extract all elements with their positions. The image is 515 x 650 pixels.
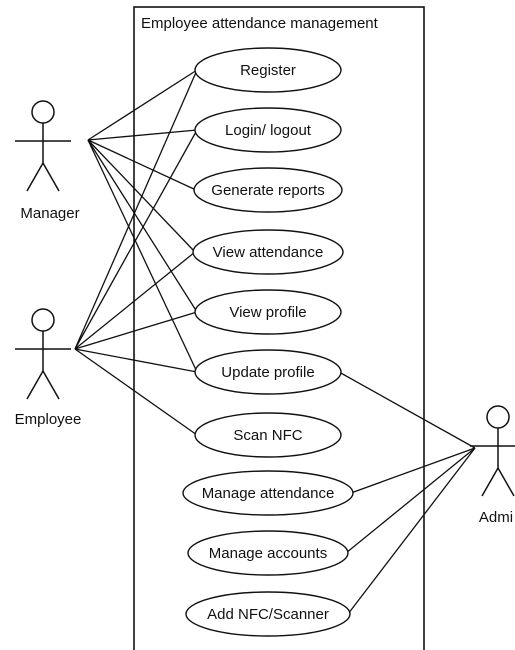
association-lines bbox=[74, 69, 476, 615]
association-admin-manage-attendance bbox=[350, 447, 476, 494]
actor-icon bbox=[15, 100, 71, 192]
actor-manager: Manager bbox=[15, 100, 80, 222]
use-case-view-profile: View profile bbox=[194, 289, 342, 335]
use-case-manage-accounts: Manage accounts bbox=[187, 530, 349, 576]
actor-label: Manager bbox=[20, 205, 79, 222]
actor-icon bbox=[470, 405, 515, 497]
association-employee-login-logout bbox=[74, 129, 198, 350]
use-case-label: Scan NFC bbox=[233, 427, 302, 444]
use-case-login-logout: Login/ logout bbox=[194, 107, 342, 153]
association-manager-view-profile bbox=[87, 139, 198, 313]
association-employee-update-profile bbox=[74, 348, 198, 373]
system-boundary-title: Employee attendance management bbox=[141, 15, 379, 32]
use-case-scan-nfc: Scan NFC bbox=[194, 412, 342, 458]
association-manager-register bbox=[87, 69, 198, 141]
association-admin-add-nfc-scanner bbox=[347, 447, 476, 615]
use-case-ellipse bbox=[193, 167, 343, 213]
actor-label: Admi bbox=[479, 509, 513, 526]
use-case-ellipse bbox=[194, 412, 342, 458]
actor-admin: Admi bbox=[470, 405, 515, 526]
use-case-ellipse bbox=[182, 470, 354, 516]
use-case-label: Manage accounts bbox=[209, 545, 327, 562]
association-manager-generate-reports bbox=[87, 139, 197, 191]
association-employee-view-attendance bbox=[74, 251, 196, 350]
use-case-ellipse bbox=[194, 349, 342, 395]
use-case-label: Manage attendance bbox=[202, 485, 335, 502]
use-case-add-nfc-scanner: Add NFC/Scanner bbox=[185, 591, 351, 637]
association-employee-register bbox=[74, 69, 198, 350]
use-case-ellipse bbox=[187, 530, 349, 576]
use-case-ellipse bbox=[194, 289, 342, 335]
use-case-ellipse bbox=[194, 47, 342, 93]
use-case-label: Register bbox=[240, 62, 296, 79]
use-case-ellipse bbox=[194, 107, 342, 153]
association-employee-scan-nfc bbox=[74, 348, 198, 436]
system-boundary-box bbox=[133, 6, 425, 650]
use-case-label: View profile bbox=[229, 304, 306, 321]
use-case-generate-reports: Generate reports bbox=[193, 167, 343, 213]
association-admin-update-profile bbox=[338, 371, 476, 449]
actor-label: Employee bbox=[15, 411, 82, 428]
use-case-update-profile: Update profile bbox=[194, 349, 342, 395]
association-admin-manage-accounts bbox=[345, 447, 476, 554]
association-employee-view-profile bbox=[74, 311, 198, 350]
use-case-register: Register bbox=[194, 47, 342, 93]
use-case-label: Generate reports bbox=[211, 182, 324, 199]
actor-icon bbox=[15, 308, 71, 400]
use-case-label: Update profile bbox=[221, 364, 314, 381]
system-boundary: Employee attendance management bbox=[133, 6, 425, 650]
use-case-view-attendance: View attendance bbox=[192, 229, 344, 275]
association-manager-update-profile bbox=[87, 139, 198, 373]
use-case-ellipse bbox=[185, 591, 351, 637]
use-case-label: View attendance bbox=[213, 244, 324, 261]
use-case-ellipse bbox=[192, 229, 344, 275]
use-case-label: Login/ logout bbox=[225, 122, 312, 139]
use-case-label: Add NFC/Scanner bbox=[207, 606, 329, 623]
use-case-manage-attendance: Manage attendance bbox=[182, 470, 354, 516]
actor-employee: Employee bbox=[15, 308, 82, 428]
association-manager-login-logout bbox=[87, 129, 198, 141]
